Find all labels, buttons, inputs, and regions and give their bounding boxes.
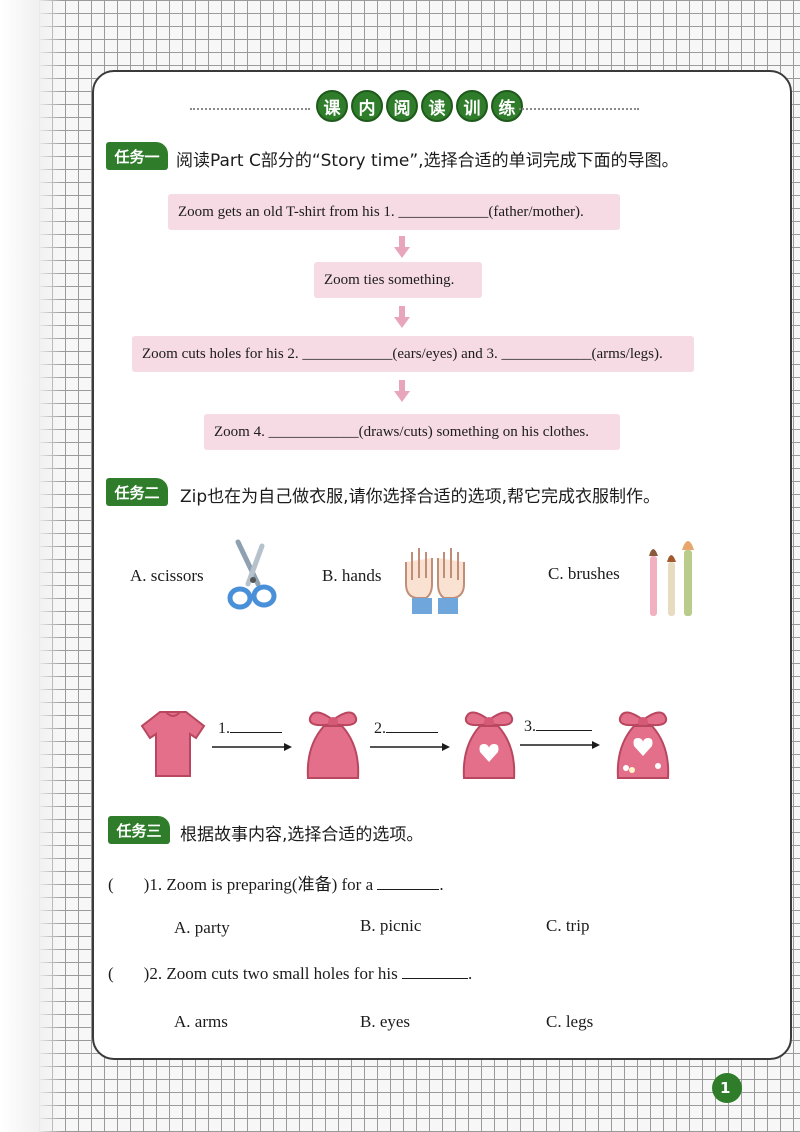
step-3-number: 3. — [524, 718, 592, 736]
title-char: 阅 — [386, 90, 418, 122]
option-hands-label: B. hands — [322, 566, 382, 585]
answer-paren-open: ( — [108, 875, 114, 894]
step-2-blank — [386, 732, 438, 733]
step-3-blank — [536, 730, 592, 731]
step-arrow-2 — [370, 743, 450, 751]
task3-tag: 任务三 — [108, 816, 170, 844]
tied-shirt-icon — [306, 711, 360, 779]
answer-paren-close: ) — [143, 964, 150, 983]
option-scissors-label: A. scissors — [130, 566, 204, 585]
step-arrow-1 — [212, 743, 292, 751]
task1-instruction: 阅读Part C部分的“Story time”,选择合适的单词完成下面的导图。 — [176, 151, 679, 171]
flow-box-4: Zoom 4. ____________(draws/cuts) somethi… — [204, 414, 620, 450]
flow-box-3: Zoom cuts holes for his 2. ____________(… — [132, 336, 694, 372]
answer-paren-open: ( — [108, 964, 114, 983]
question-1-text: 1. Zoom is preparing(准备) for a — [149, 875, 374, 894]
step-1-label: 1. — [218, 720, 230, 737]
page-number: 1 — [712, 1073, 742, 1103]
task2-tag: 任务二 — [106, 478, 168, 506]
option-brushes-label: C. brushes — [548, 564, 620, 583]
shirt-with-hole-icon — [462, 711, 516, 779]
scissors-icon — [227, 539, 277, 610]
title-char: 内 — [351, 90, 383, 122]
step-1-blank — [230, 732, 282, 733]
title-char: 练 — [491, 90, 523, 122]
worksheet-panel: 课 内 阅 读 训 练 任务一 阅读Part C部分的“Story time”,… — [92, 70, 792, 1060]
title-char: 读 — [421, 90, 453, 122]
hands-icon — [405, 548, 465, 614]
tshirt-icon — [140, 711, 206, 777]
question-1: ()1. Zoom is preparing(准备) for a . — [108, 870, 444, 895]
task1-tag: 任务一 — [106, 142, 168, 170]
flow-arrow-3 — [394, 380, 410, 402]
question-2: ()2. Zoom cuts two small holes for his . — [108, 964, 472, 984]
flow-box-1: Zoom gets an old T-shirt from his 1. ___… — [168, 194, 620, 230]
brushes-icon — [649, 541, 694, 616]
flow-arrow-2 — [394, 306, 410, 328]
answer-paren-close: ) — [143, 875, 150, 894]
question-2-period: . — [467, 964, 473, 983]
question-2-text: 2. Zoom cuts two small holes for his — [149, 964, 398, 983]
section-title: 课 内 阅 读 训 练 — [94, 90, 790, 130]
q2-choice-c: C. legs — [546, 1012, 594, 1031]
task2-instruction: Zip也在为自己做衣服,请你选择合适的选项,帮它完成衣服制作。 — [180, 487, 660, 507]
q2-choice-a: A. arms — [174, 1012, 228, 1031]
step-1-number: 1. — [218, 720, 282, 738]
q2-choice-b: B. eyes — [360, 1012, 411, 1031]
step-3-label: 3. — [524, 718, 536, 735]
title-chars: 课 内 阅 读 训 练 — [316, 90, 523, 122]
title-dots-left — [190, 108, 310, 110]
title-char: 训 — [456, 90, 488, 122]
q1-choice-c: C. trip — [546, 916, 590, 935]
question-1-period: . — [439, 875, 444, 894]
step-2-label: 2. — [374, 720, 386, 737]
step-2-number: 2. — [374, 720, 438, 738]
flow-arrow-1 — [394, 236, 410, 258]
question-2-blank — [401, 978, 468, 979]
title-char: 课 — [316, 90, 348, 122]
question-1-blank — [377, 889, 440, 890]
title-dots-right — [519, 108, 639, 110]
q1-choice-b: B. picnic — [360, 916, 422, 935]
task3-instruction: 根据故事内容,选择合适的选项。 — [180, 825, 424, 845]
step-arrow-3 — [520, 741, 600, 749]
decorated-shirt-icon — [616, 711, 670, 779]
flow-box-2: Zoom ties something. — [314, 262, 482, 298]
q1-choice-a: A. party — [174, 918, 230, 937]
book-spine — [0, 0, 62, 1132]
